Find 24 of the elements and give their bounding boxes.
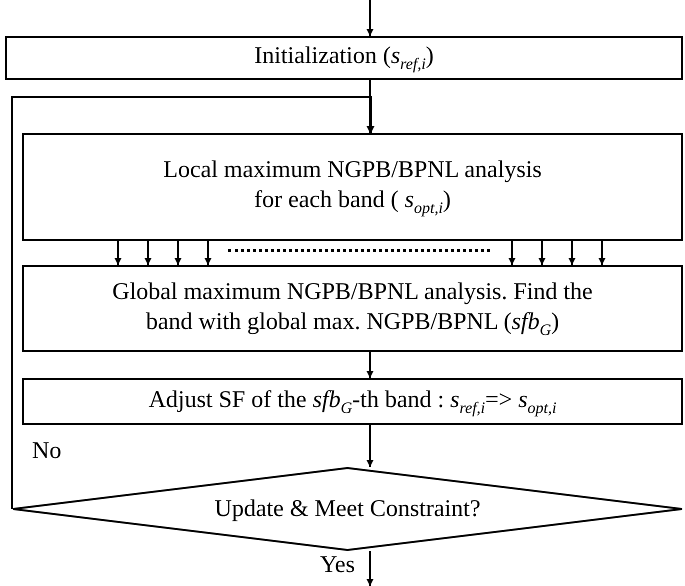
node-text: Global maximum NGPB/BPNL analysis. Find the band with global max. NGPB/BPNL (sfb$_{G}$) (111, 278, 594, 340)
arrow (598, 241, 606, 265)
node-text: Update & Meet Constraint? (214, 495, 480, 524)
arrow (366, 425, 374, 467)
arrow (366, 80, 374, 133)
arrow (366, 0, 374, 36)
node-text: Adjust SF of the sfb$_{G}$-th band : s$_{ref,i}$=> s$_{opt,i}$ (148, 386, 556, 418)
arrow (174, 241, 182, 265)
arrow (508, 241, 516, 265)
arrow (538, 241, 546, 265)
arrow (204, 241, 212, 265)
node-text: Initialization (s$_{ref,i}$) (254, 42, 434, 75)
arrow (366, 352, 374, 378)
process-box (5, 36, 683, 80)
process-box (22, 378, 683, 425)
process-box (22, 265, 683, 352)
arrow (114, 241, 122, 265)
arrow (568, 241, 576, 265)
arrow (11, 96, 374, 509)
arrow (144, 241, 152, 265)
process-box (22, 133, 683, 241)
arrow (366, 551, 374, 586)
node-text: Local maximum NGPB/BPNL analysis for each band ( s$_{opt,i}$) (162, 156, 543, 219)
decision-diamond (12, 467, 683, 551)
